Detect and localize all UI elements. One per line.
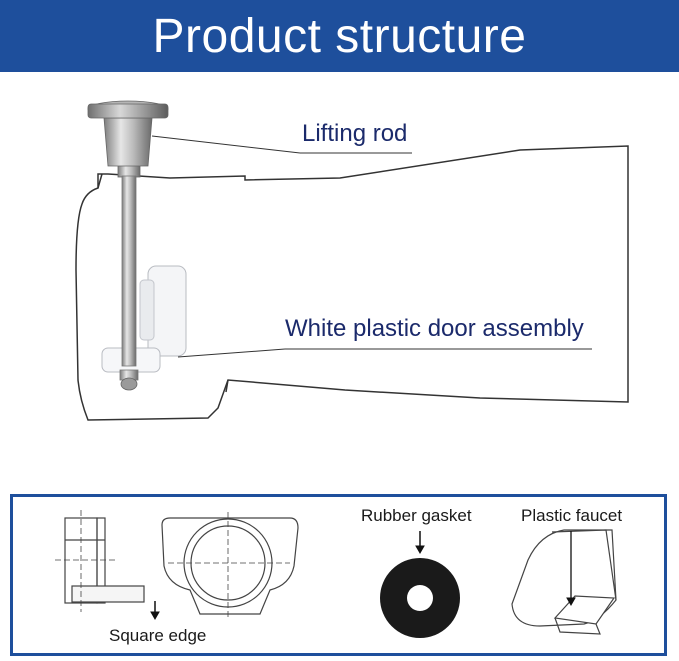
plastic-faucet-label: Plastic faucet xyxy=(521,506,623,525)
rubber-gasket-drawing xyxy=(380,558,460,638)
page-title: Product structure xyxy=(152,9,527,63)
square-edge-arrow-icon xyxy=(150,601,160,621)
faucet-arrow-icon xyxy=(566,531,576,607)
gasket-arrow-icon xyxy=(415,531,425,555)
rubber-gasket-label: Rubber gasket xyxy=(361,506,472,525)
lifting-rod-shape xyxy=(87,100,169,391)
lifting-rod-label: Lifting rod xyxy=(302,120,408,147)
square-edge-drawing xyxy=(55,510,145,612)
plastic-faucet-drawing xyxy=(511,529,617,635)
faucet-housing-outline xyxy=(75,145,629,421)
door-front-view-drawing xyxy=(161,512,299,618)
product-diagram xyxy=(55,100,629,638)
callout-leader-lines xyxy=(151,135,592,358)
white-plastic-door-shape xyxy=(101,265,187,373)
title-banner: Product structure xyxy=(0,0,679,72)
parts-detail-frame xyxy=(10,494,667,656)
door-assembly-label: White plastic door assembly xyxy=(285,315,584,342)
square-edge-label: Square edge xyxy=(109,626,207,645)
